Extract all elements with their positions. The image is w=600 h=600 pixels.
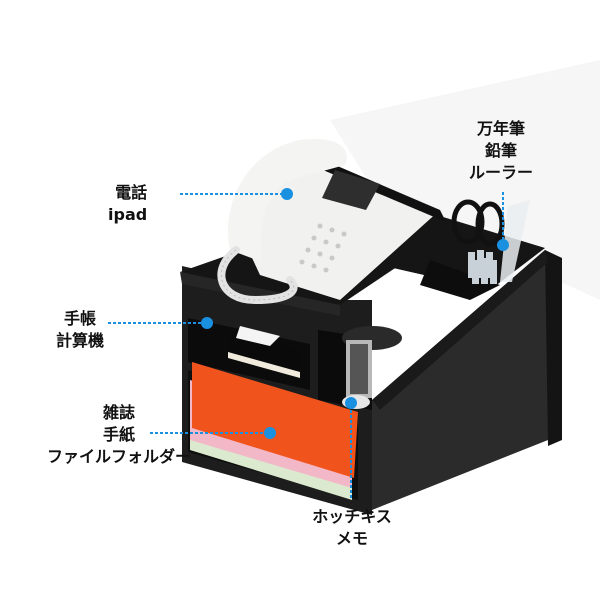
callout-stapler-line2: メモ xyxy=(335,529,368,548)
callout-phone-line2: ipad xyxy=(108,205,148,224)
callout-papers-line2: 手紙 xyxy=(102,425,135,444)
callout-notebook-line1: 手帳 xyxy=(63,309,96,328)
callout-pens-line1: 万年筆 xyxy=(476,119,525,138)
callout-stapler-line1: ホッチキス xyxy=(312,507,392,526)
callout-phone-line1: 電話 xyxy=(115,183,148,202)
callout-connectors xyxy=(108,192,504,500)
callout-phone: 電話 ipad xyxy=(108,182,147,226)
stapler xyxy=(342,326,402,409)
callout-notebook: 手帳 計算機 xyxy=(50,308,110,352)
telephone xyxy=(217,139,446,305)
callout-notebook-line2: 計算機 xyxy=(55,331,104,350)
callout-dots xyxy=(201,188,509,439)
callout-pens: 万年筆 鉛筆 ルーラー xyxy=(456,118,546,184)
organizer-side-panel xyxy=(372,250,562,510)
callout-papers-line3: ファイルフォルダー xyxy=(46,447,191,466)
callout-papers-line1: 雑誌 xyxy=(102,403,135,422)
callout-stapler: ホッチキス メモ xyxy=(300,506,404,550)
callout-pens-line3: ルーラー xyxy=(468,163,533,182)
callout-papers: 雑誌 手紙 ファイルフォルダー xyxy=(44,402,194,468)
callout-pens-line2: 鉛筆 xyxy=(484,141,517,160)
notebook xyxy=(228,326,300,378)
